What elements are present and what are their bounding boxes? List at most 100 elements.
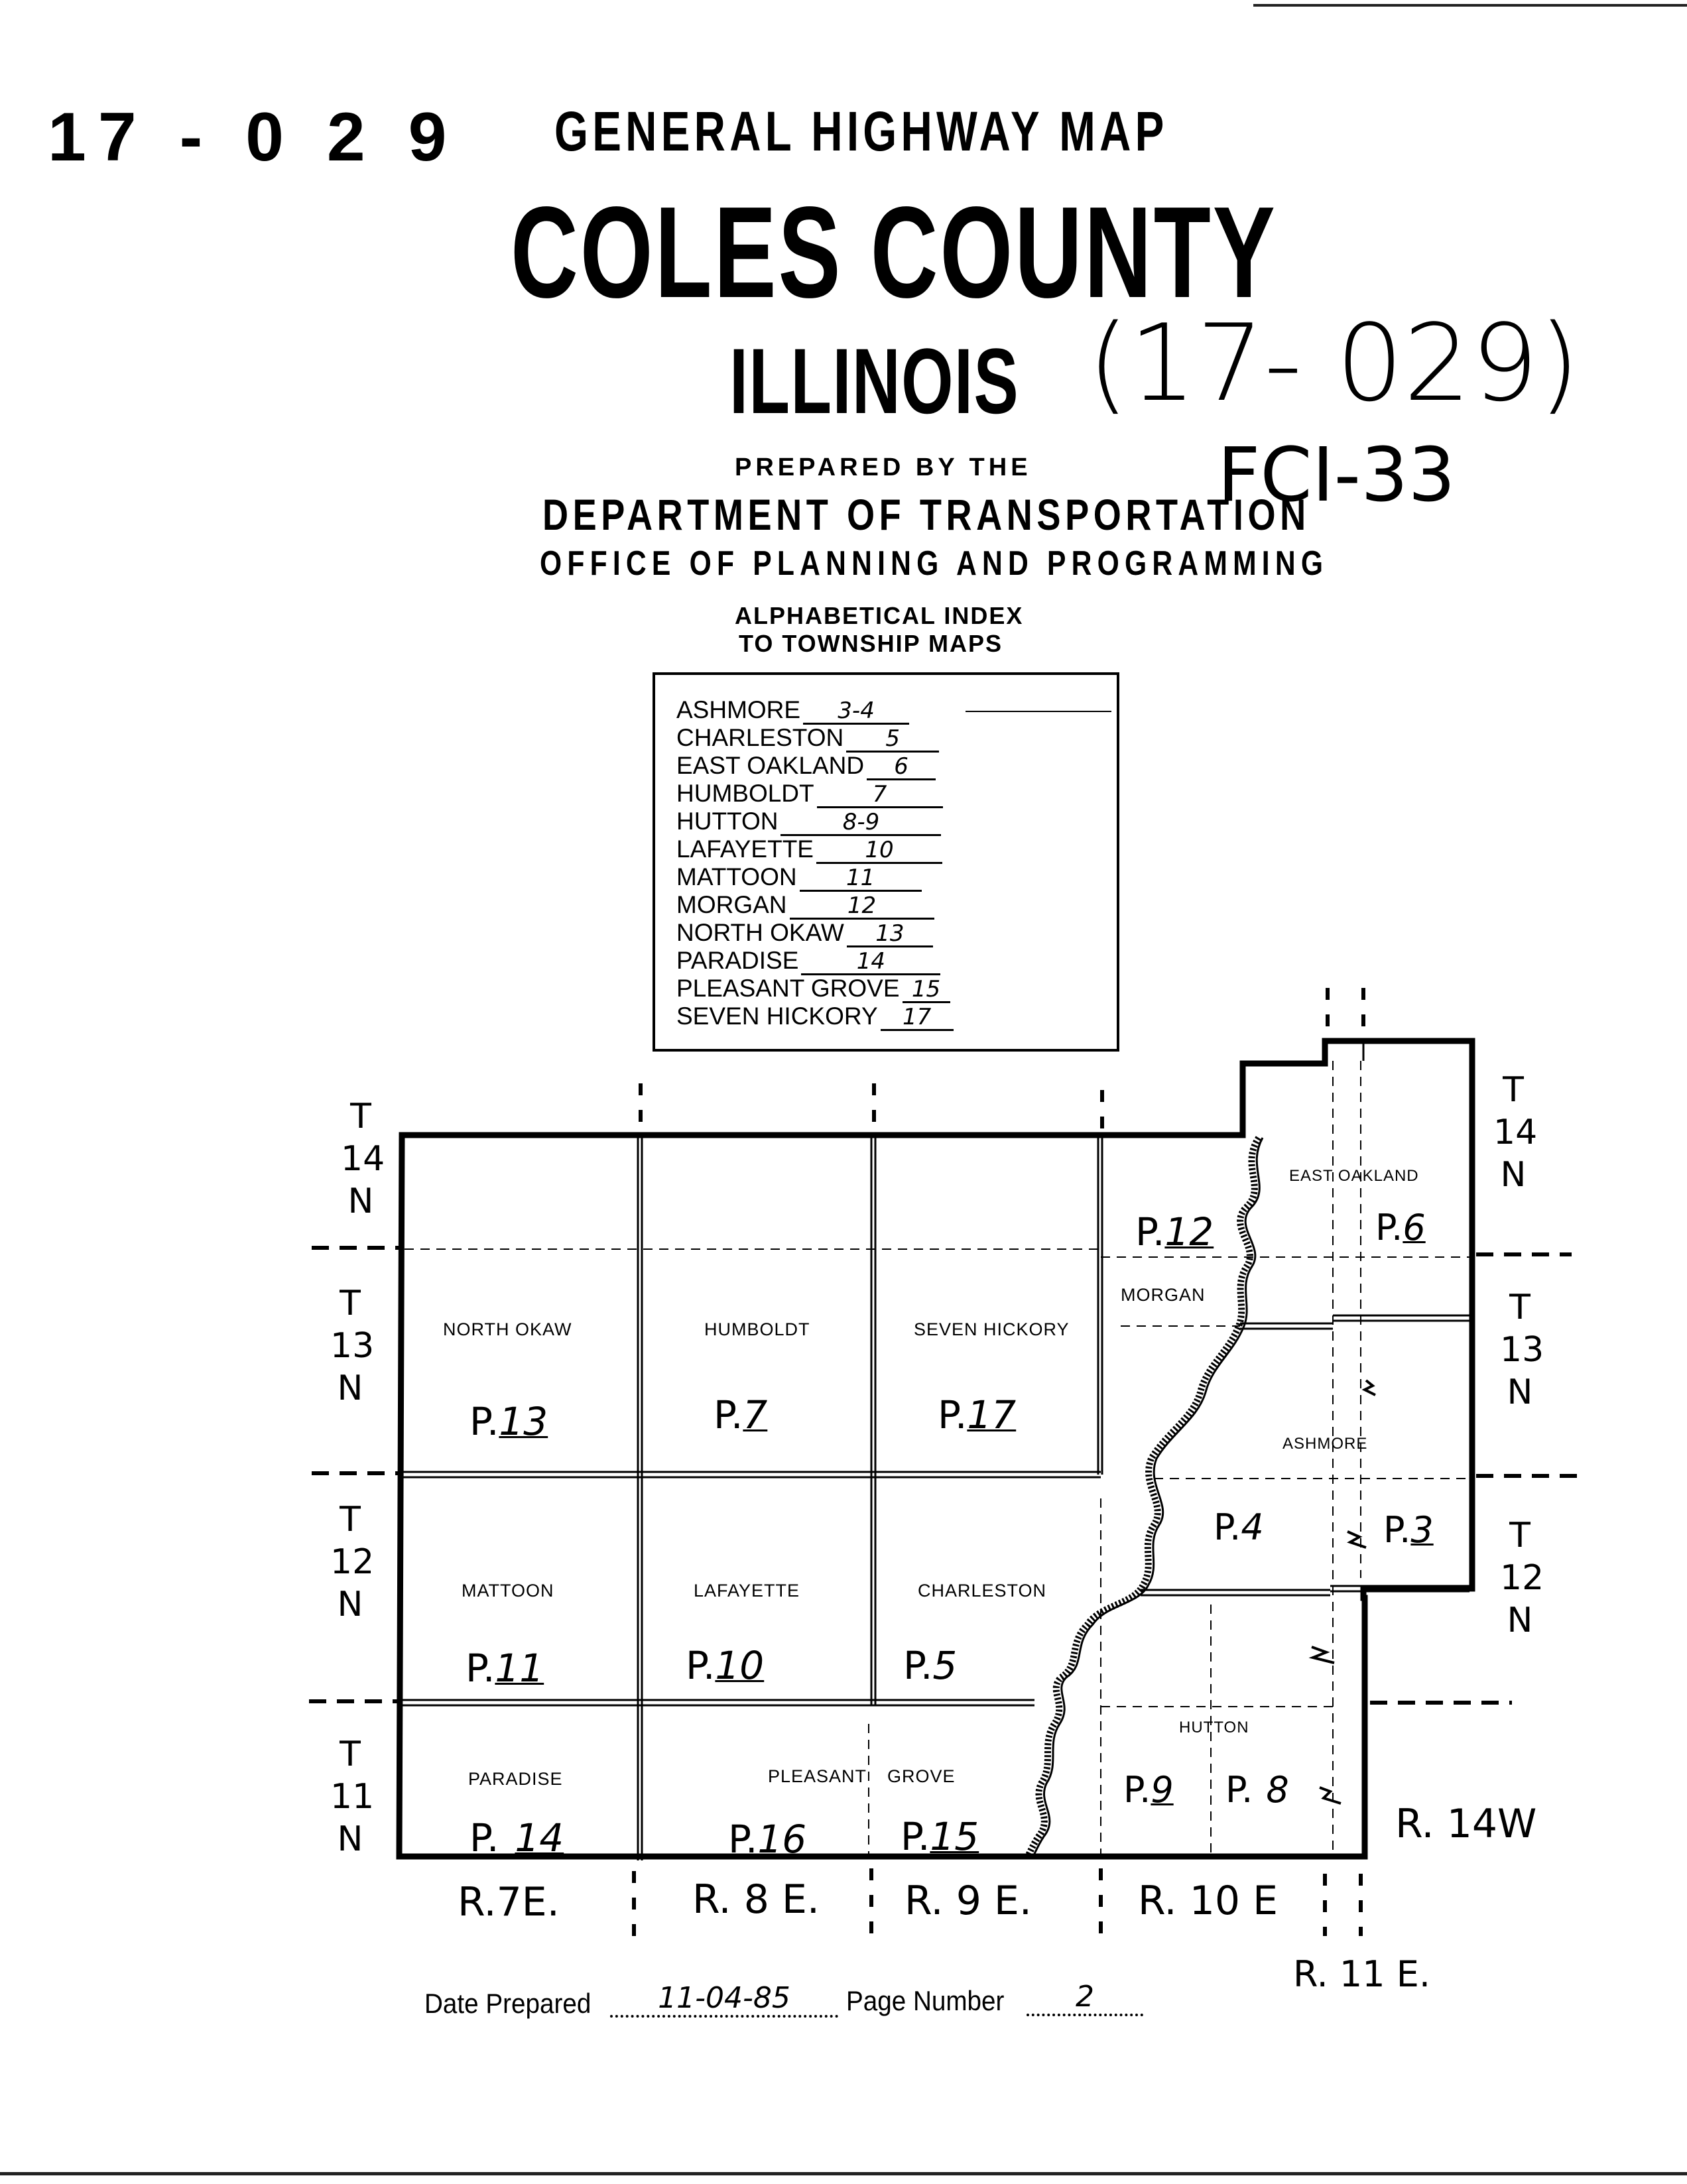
tier-label-t13n-right: T 13 N [1500,1286,1544,1414]
tier-direction: N [337,1368,363,1408]
index-entry-name: HUMBOLDT [676,780,814,807]
tier-direction: N [347,1182,374,1221]
page-number: 10 [715,1643,765,1688]
range-divider-lines [632,988,1365,1947]
page-prefix: P. [714,1392,743,1437]
department-name: DEPARTMENT OF TRANSPORTATION [542,490,1310,539]
page-prefix: P. [686,1643,716,1688]
page-number: 16 [757,1817,807,1862]
river-bank [1032,1137,1264,1857]
index-entry-page: 15 [902,977,950,1003]
index-heading: ALPHABETICAL INDEX [735,602,1024,629]
township-seven-hickory: SEVEN HICKORY [914,1319,1070,1339]
survey-marks [1308,1379,1376,1805]
township-charleston: CHARLESTON [918,1581,1047,1601]
tier-label-t11n-left: T 11 N [330,1733,375,1860]
township-page-ref: P.15 [901,1814,979,1859]
page-number: 11 [495,1646,544,1691]
index-entry-page: 11 [799,866,922,892]
index-entry-name: EAST OAKLAND [676,752,865,779]
tier-number: 14 [1493,1113,1538,1152]
tier-number: 12 [1500,1558,1544,1598]
tier-direction: N [1500,1155,1527,1195]
office-name: OFFICE OF PLANNING AND PROGRAMMING [540,544,1329,583]
index-subheading: TO TOWNSHIP MAPS [739,630,1003,657]
bottom-scan-rule [0,2172,1687,2175]
page-prefix: P. [469,1399,499,1444]
index-entry-name: CHARLESTON [676,724,844,751]
township-page-ref: P.3 [1383,1509,1434,1551]
page-number: 15 [930,1814,979,1859]
tier-number: 11 [330,1777,375,1817]
tier-number: 13 [1500,1330,1544,1370]
document-code: 17 - 0 2 9 [48,99,459,176]
page-prefix: P. [1135,1209,1165,1254]
date-prepared-value: 11-04-85 [610,1981,838,2018]
handwritten-code: (17- 029) [1088,301,1580,425]
index-entry-name: MORGAN [676,891,787,918]
range-label-r8e: R. 8 E. [692,1876,820,1923]
page-number: 17 [967,1392,1017,1437]
township-page-ref: P.9 [1123,1769,1174,1811]
page-prefix: P. [901,1814,930,1859]
page-number: 5 [932,1643,958,1688]
index-entry-name: PARADISE [676,947,799,974]
township-page-ref: P.5 [903,1643,957,1688]
township-ashmore: ASHMORE [1282,1435,1368,1453]
index-entry-name: PLEASANT GROVE [676,975,900,1002]
township-page-ref: P.6 [1375,1207,1426,1248]
page-prefix: P. [1123,1769,1151,1811]
river [1025,1136,1262,1858]
page-number: 12 [1164,1209,1214,1254]
page-prefix: P. [1383,1509,1411,1551]
tier-letter: T [340,1284,361,1323]
page-prefix: P. [1375,1207,1403,1248]
township-lafayette: LAFAYETTE [694,1581,800,1601]
page-number-label: Page Number [846,1985,1005,2016]
township-east-oakland: EAST OAKLAND [1289,1167,1419,1185]
page-prefix: P. [469,1815,499,1860]
tier-direction: N [1507,1372,1533,1412]
page-number: 9 [1151,1769,1174,1811]
prepared-by-label: PREPARED BY THE [735,454,1032,481]
range-label-r7e: R.7E. [458,1879,560,1925]
tier-direction: N [337,1585,363,1624]
index-entry-page: 6 [867,755,936,780]
page-number: 4 [1241,1506,1264,1548]
tier-label-t14n-right: T 14 N [1493,1069,1538,1196]
page-prefix: P. [728,1817,758,1862]
township-page-ref: P.13 [469,1399,548,1444]
index-entry-name: SEVEN HICKORY [676,1002,878,1030]
tier-label-t12n-right: T 12 N [1500,1514,1544,1642]
tier-direction: N [1507,1601,1533,1640]
tier-direction: N [337,1819,363,1859]
range-label-r11e: R. 11 E. [1293,1953,1431,1995]
township-north-okaw: NORTH OKAW [443,1319,572,1339]
tier-label-t12n-left: T 12 N [330,1498,375,1626]
handwritten-reference: FCI-33 [1218,432,1456,518]
tier-number: 12 [330,1542,375,1582]
index-entry-name: LAFAYETTE [676,835,814,863]
page-prefix: P. [1225,1769,1253,1811]
page-number: 7 [743,1392,768,1437]
index-entry-name: NORTH OKAW [676,919,844,946]
tier-letter: T [340,1734,361,1774]
township-page-ref: P.10 [686,1643,764,1688]
date-prepared-label: Date Prepared [424,1988,592,2019]
township-paradise: PARADISE [468,1769,563,1789]
index-entry-name: ASHMORE [676,696,801,723]
township-page-ref: P.11 [466,1646,544,1691]
index-entry-page: 13 [846,922,933,947]
page-prefix: P. [903,1643,933,1688]
range-label-r14w: R. 14W [1395,1801,1537,1847]
range-label-r10e: R. 10 E [1138,1878,1279,1924]
township-page-ref: P.8 [1225,1769,1289,1811]
